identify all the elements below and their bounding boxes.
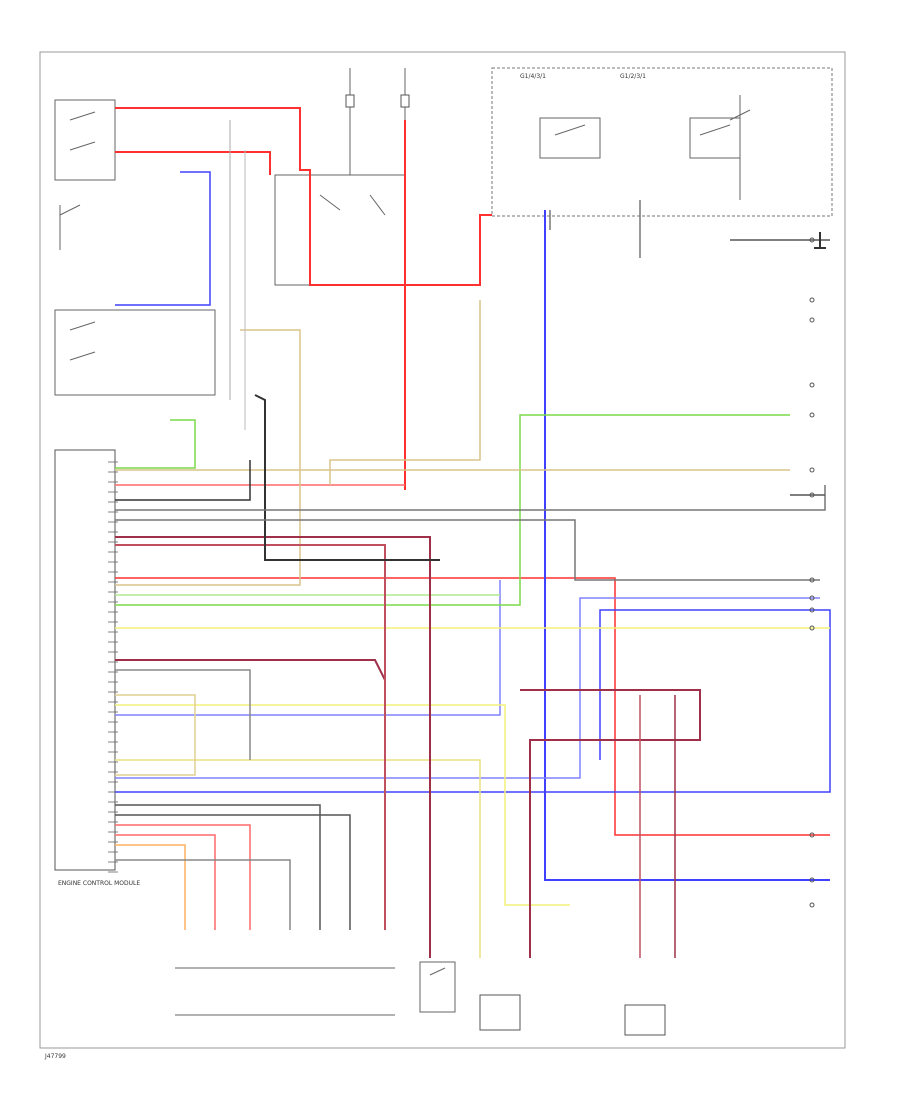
connector-terminal — [809, 467, 815, 473]
wires-red — [115, 107, 830, 930]
wires-yellow — [115, 300, 830, 958]
diagram-border — [39, 51, 846, 1049]
ecm-pin-rows — [108, 461, 118, 873]
connector-terminal — [809, 317, 815, 323]
relay-block-label-2: G1/2/3/1 — [620, 73, 646, 80]
clutch-switch — [59, 204, 81, 250]
connector-terminal — [809, 382, 815, 388]
connector-terminal — [809, 902, 815, 908]
wires-blue — [115, 171, 831, 881]
wires-black — [115, 120, 830, 930]
ecm-label: ENGINE CONTROL MODULE — [58, 880, 140, 887]
relay-block-label-1: G1/4/3/1 — [520, 73, 546, 80]
connector-terminal — [809, 595, 815, 601]
relay-block-outline — [491, 67, 833, 217]
connector-terminal — [809, 832, 815, 838]
crank-sensor — [419, 961, 456, 1013]
connector-terminal — [809, 237, 815, 243]
connector-terminal — [809, 577, 815, 583]
fuse-1 — [345, 68, 355, 175]
relay-1 — [539, 117, 601, 159]
relay-3 — [729, 95, 751, 200]
ground-symbol — [814, 232, 826, 249]
dlc-connector — [479, 994, 521, 1031]
footer-code: J47799 — [44, 1053, 66, 1060]
ecm-connector — [54, 449, 116, 871]
connector-terminal — [809, 492, 815, 498]
connector-terminal — [809, 607, 815, 613]
connector-terminal — [809, 297, 815, 303]
cam-sensor — [624, 1004, 666, 1036]
right-connectors — [809, 237, 815, 908]
wires-darkred — [115, 536, 701, 958]
relay-2 — [689, 117, 741, 159]
throttle-sensor — [175, 967, 395, 1016]
connector-terminal — [809, 877, 815, 883]
ignition-switch — [54, 99, 116, 181]
connector-terminal — [809, 625, 815, 631]
neutral-switch — [54, 309, 216, 396]
connector-terminal — [809, 412, 815, 418]
main-relay-box — [274, 174, 406, 286]
